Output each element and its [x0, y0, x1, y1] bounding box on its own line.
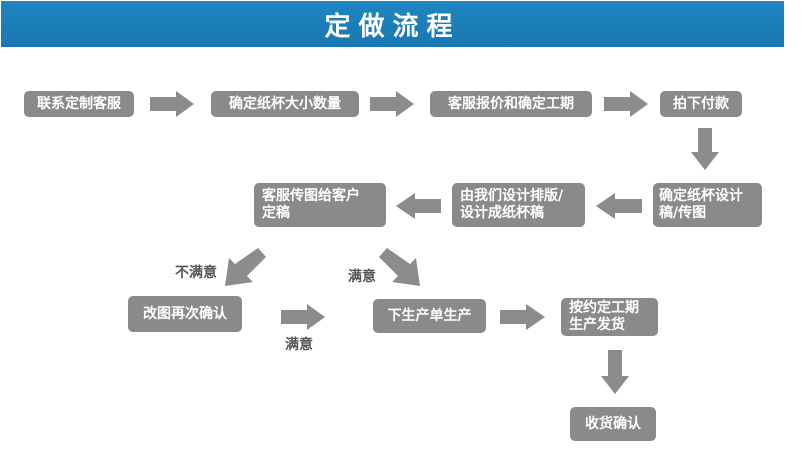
step-confirm-size-quantity: 确定纸杯大小数量: [211, 91, 359, 117]
arrow-n7-n8: [225, 248, 266, 286]
arrow-n6-n7: [396, 193, 441, 219]
step-quote-schedule: 客服报价和确定工期: [430, 91, 592, 117]
arrow-n10-n11: [601, 350, 629, 394]
label-unsatisfied: 不满意: [175, 265, 217, 281]
arrow-n8-n9: [281, 304, 325, 330]
step-revise-confirm: 改图再次确认: [128, 296, 242, 332]
step-receipt-confirm: 收货确认: [570, 407, 656, 441]
arrow-n4-n5: [691, 128, 719, 170]
title-banner: 定做流程: [1, 1, 784, 47]
arrow-n3-n4: [604, 91, 648, 117]
arrow-n9-n10: [500, 304, 545, 330]
arrow-n1-n2: [150, 91, 194, 117]
step-contact-service: 联系定制客服: [24, 91, 134, 117]
step-production-order: 下生产单生产: [373, 299, 486, 333]
step-produce-ship: 按约定工期生产发货: [561, 298, 658, 336]
label-satisfied-top: 满意: [348, 269, 376, 285]
page-title: 定做流程: [324, 11, 461, 42]
arrow-n2-n3: [370, 91, 414, 117]
step-confirm-design: 确定纸杯设计稿/传图: [653, 183, 762, 227]
label-satisfied-bottom: 满意: [285, 337, 313, 353]
step-payment: 拍下付款: [660, 91, 742, 117]
step-we-design: 由我们设计排版/设计成纸杯稿: [452, 183, 585, 227]
arrow-n5-n6: [596, 193, 642, 219]
arrow-n7-n9: [379, 248, 420, 286]
step-send-for-approval: 客服传图给客户定稿: [254, 183, 386, 227]
